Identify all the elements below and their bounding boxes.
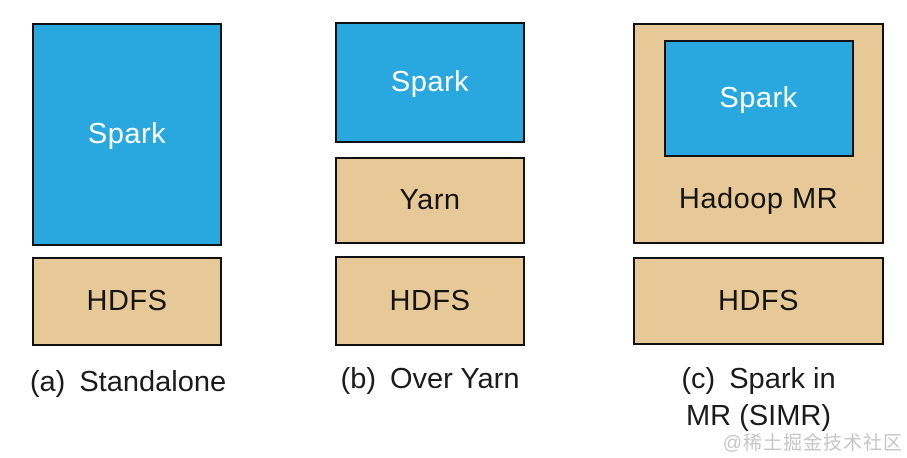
caption-simr: (c) Spark in MR (SIMR) — [633, 361, 884, 435]
simr-spark-label: Spark — [719, 82, 798, 114]
over-yarn-yarn-label: Yarn — [399, 184, 461, 216]
over-yarn-spark-box: Spark — [335, 22, 525, 143]
caption-simr-prefix: (c) — [681, 363, 716, 395]
over-yarn-hdfs-label: HDFS — [389, 284, 471, 317]
over-yarn-hdfs-box: HDFS — [335, 256, 525, 346]
watermark-text: @稀土掘金技术社区 — [722, 433, 903, 454]
caption-simr-label-line1: Spark in — [729, 363, 836, 395]
caption-over-yarn-label: Over Yarn — [389, 363, 520, 395]
caption-over-yarn: (b) Over Yarn — [330, 361, 530, 398]
caption-standalone: (a) Standalone — [20, 364, 236, 401]
simr-spark-box: Spark — [663, 40, 854, 157]
simr-hdfs-box: HDFS — [633, 257, 884, 345]
caption-simr-label-line2: MR (SIMR) — [686, 400, 831, 432]
caption-standalone-prefix: (a) — [29, 366, 66, 398]
caption-over-yarn-prefix: (b) — [340, 363, 376, 395]
caption-standalone-label: Standalone — [79, 366, 227, 398]
caption-simr-line1: (c) Spark in — [633, 361, 884, 398]
standalone-hdfs-label: HDFS — [86, 285, 168, 317]
standalone-spark-label: Spark — [87, 118, 167, 150]
standalone-hdfs-box: HDFS — [32, 257, 222, 346]
simr-hadoop-mr-label: Hadoop MR — [678, 183, 839, 215]
standalone-spark-box: Spark — [32, 23, 222, 246]
simr-hdfs-label: HDFS — [718, 284, 799, 317]
over-yarn-spark-label: Spark — [390, 66, 470, 98]
over-yarn-yarn-box: Yarn — [335, 157, 525, 244]
simr-hadoop-mr-box: Spark Hadoop MR — [633, 23, 884, 244]
